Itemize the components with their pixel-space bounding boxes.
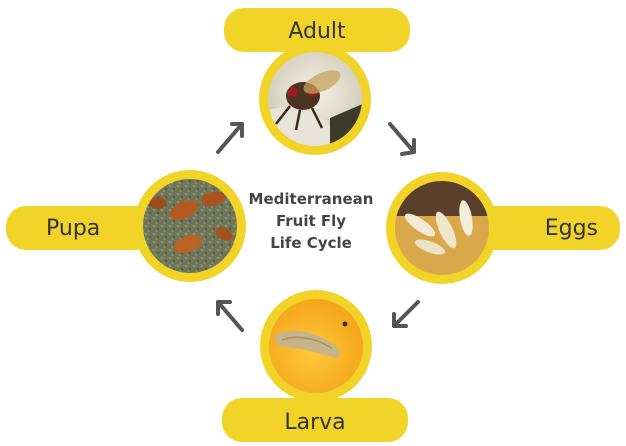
arrow-pupa-to-adult bbox=[218, 124, 242, 152]
eggs-photo bbox=[386, 172, 500, 286]
arrow-adult-to-eggs bbox=[390, 124, 414, 154]
adult-photo bbox=[259, 43, 372, 155]
larva-photo bbox=[260, 290, 372, 402]
title-line-3: Life Cycle bbox=[236, 232, 386, 254]
arrow-eggs-to-larva bbox=[394, 302, 418, 326]
arrow-larva-to-pupa bbox=[218, 302, 242, 330]
title-line-2: Fruit Fly bbox=[236, 210, 386, 232]
title-line-1: Mediterranean bbox=[236, 188, 386, 210]
diagram-title: Mediterranean Fruit Fly Life Cycle bbox=[236, 188, 386, 254]
pupa-photo bbox=[134, 170, 246, 282]
